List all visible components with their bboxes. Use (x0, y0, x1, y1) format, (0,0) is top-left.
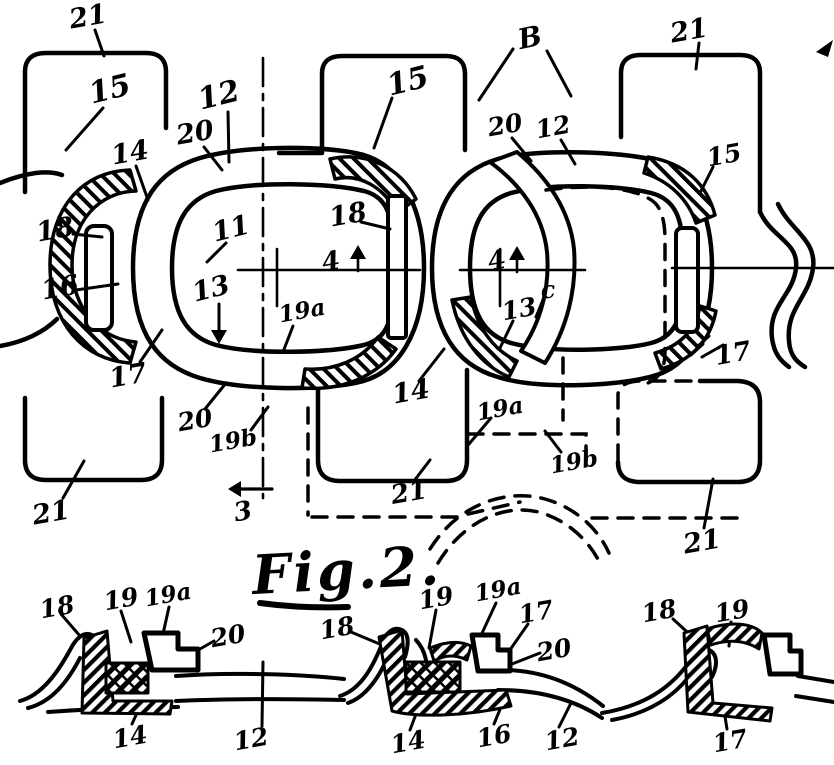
ref-numeral-16: 16 (474, 718, 514, 754)
ref-numeral-B: B (514, 18, 545, 57)
ref-numeral-20: 20 (173, 114, 217, 152)
ref-numeral-4: 4 (319, 245, 343, 279)
phantom-lines (306, 185, 750, 565)
ref-numeral-3: 3 (231, 495, 255, 529)
ref-numeral-19: 19 (101, 581, 141, 617)
ref-numeral-13: 13 (189, 269, 233, 309)
ref-numeral-15: 15 (85, 67, 135, 112)
leader-lines (59, 28, 733, 732)
tape-tab-bottom-left (22, 395, 165, 483)
ref-numeral-18: 18 (33, 211, 77, 249)
ref-numeral-18: 18 (639, 593, 679, 629)
ref-numeral-19a: 19a (474, 391, 526, 427)
tape-tab-bottom-middle (315, 367, 470, 484)
tape-edge-right (757, 209, 799, 370)
cross-section-bodies (80, 622, 804, 723)
ref-numeral-17: 17 (710, 723, 750, 759)
ref-numeral-12: 12 (194, 73, 244, 118)
tape-tab-top-right (618, 52, 763, 215)
ref-numeral-14: 14 (389, 373, 433, 411)
ref-numeral-4: 4 (485, 244, 509, 278)
ref-numeral-17: 17 (106, 357, 150, 395)
plan-view (0, 50, 816, 485)
ref-numeral-19a: 19a (276, 293, 328, 329)
ref-numeral-15: 15 (704, 137, 744, 173)
ref-numeral-21: 21 (388, 475, 430, 511)
figure-caption: Fig.2. (250, 533, 444, 607)
ref-numeral-21: 21 (66, 0, 110, 36)
stray-arrow (816, 40, 833, 57)
ref-numeral-20: 20 (534, 632, 574, 668)
tape-tab-bottom-right (615, 378, 763, 485)
tape-band (174, 671, 346, 681)
ref-numeral-18: 18 (326, 196, 370, 234)
ref-numeral-21: 21 (29, 494, 73, 532)
ref-numeral-19: 19 (712, 593, 752, 629)
ref-numeral-15: 15 (383, 59, 433, 104)
ref-numeral-14: 14 (388, 724, 428, 760)
ref-numeral-18: 18 (317, 610, 357, 646)
ref-numeral-19b: 19b (547, 444, 601, 480)
section-arrowheads (211, 40, 833, 497)
ref-numeral-12: 12 (231, 721, 271, 757)
fastener-element-left (130, 145, 427, 391)
ref-numeral-17: 17 (712, 336, 754, 372)
ref-numeral-12: 12 (533, 109, 573, 145)
hatched-jaws (48, 155, 718, 391)
ref-numeral-18: 18 (37, 589, 77, 625)
ref-numeral-14: 14 (108, 134, 152, 172)
ref-numeral-14: 14 (110, 719, 150, 755)
ref-numeral-12: 12 (542, 721, 582, 757)
ref-numeral-19b: 19b (206, 423, 260, 459)
tape-tab-top-middle (319, 53, 468, 155)
ref-numeral-13: 13 (499, 291, 539, 327)
ref-numeral-21: 21 (680, 523, 724, 561)
ref-numeral-c: c (539, 274, 557, 305)
ref-numeral-21: 21 (667, 12, 711, 50)
section-lines (236, 56, 834, 500)
ref-numeral-11: 11 (209, 209, 253, 249)
tape-tab-top-left (22, 50, 169, 195)
ref-numeral-20: 20 (485, 107, 525, 143)
ref-numeral-19a: 19a (142, 577, 194, 613)
ref-numeral-20: 20 (208, 618, 248, 654)
ref-numeral-16: 16 (38, 269, 82, 307)
ref-numeral-17: 17 (516, 594, 556, 630)
